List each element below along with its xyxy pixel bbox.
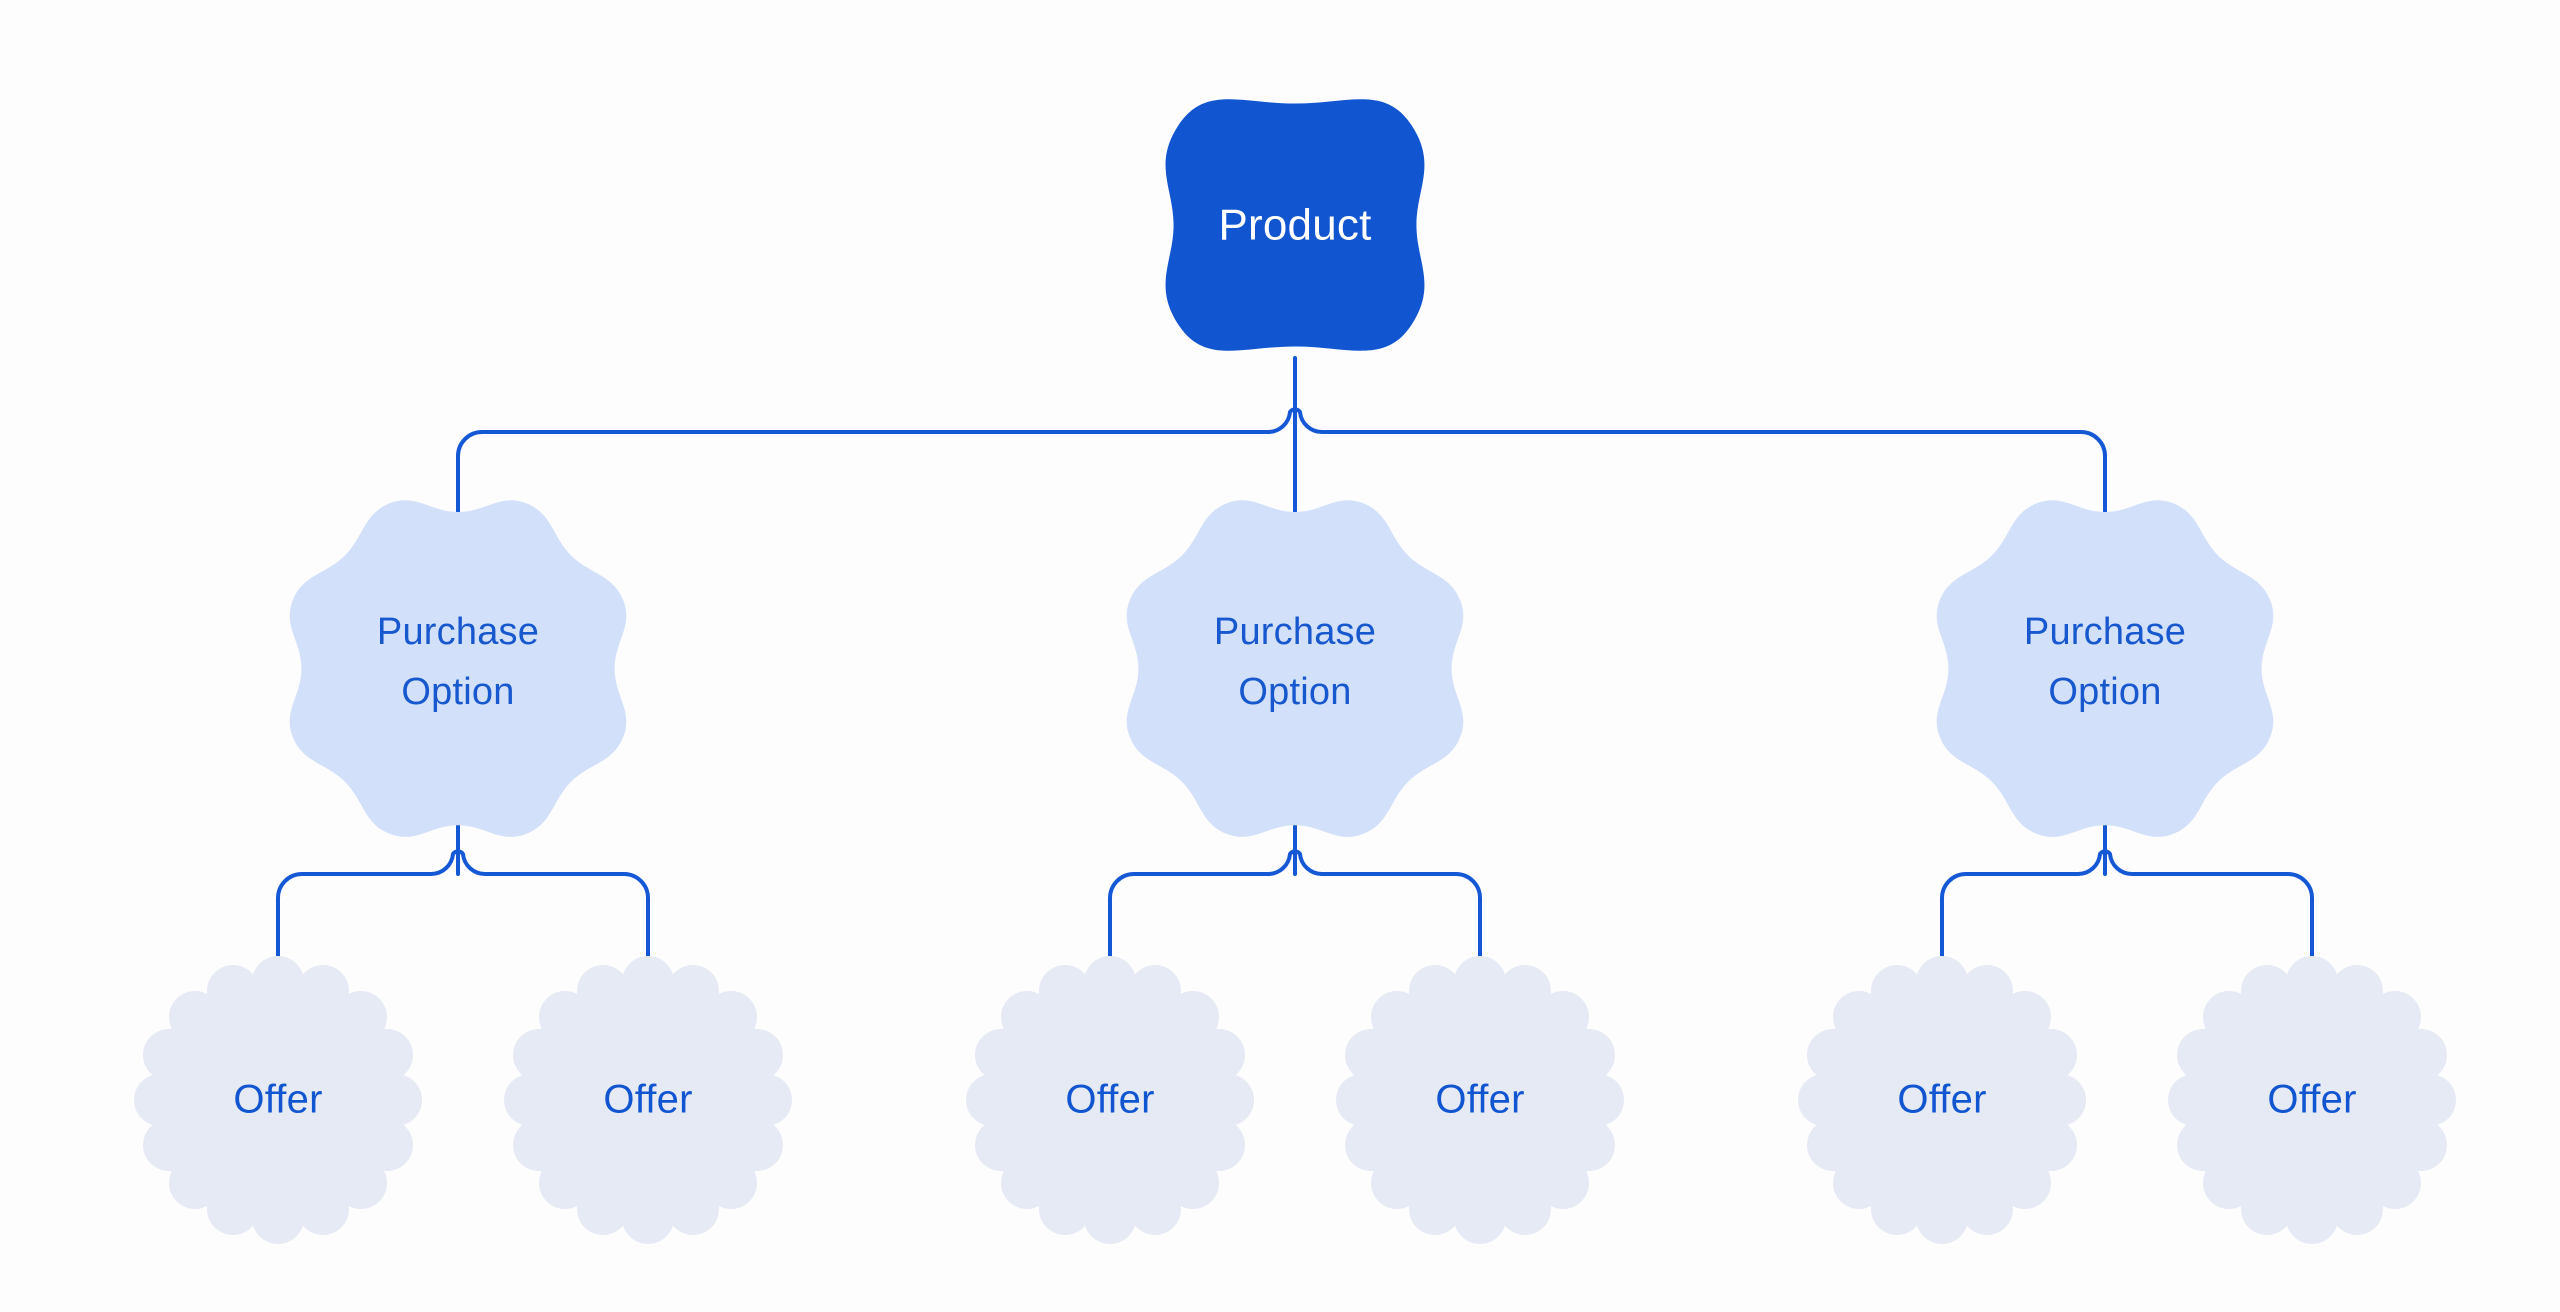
node-product[interactable]: Product [1165,99,1425,351]
purchase-option-3-shape [1936,500,2274,837]
product-node-shape [1165,99,1425,351]
node-purchase-option-3[interactable]: Purchase Option [1936,500,2274,837]
node-purchase-option-2[interactable]: Purchase Option [1126,500,1464,837]
connector-group1-bus [276,849,650,962]
purchase-option-2-shape [1126,500,1464,837]
offer-1-shape [134,956,422,1244]
purchase-option-1-shape [289,500,627,837]
node-offer-2[interactable]: Offer [504,956,792,1244]
offer-2-shape [504,956,792,1244]
offer-3-shape [966,956,1254,1244]
connector-group2-bus [1108,849,1482,962]
offer-6-shape [2168,956,2456,1244]
node-offer-5[interactable]: Offer [1798,956,2086,1244]
node-offer-6[interactable]: Offer [2168,956,2456,1244]
node-purchase-option-1[interactable]: Purchase Option [289,500,627,837]
node-offer-4[interactable]: Offer [1336,956,1624,1244]
connector-level1-bus [456,407,2107,516]
connector-group3-bus [1940,849,2314,962]
offer-4-shape [1336,956,1624,1244]
offer-5-shape [1798,956,2086,1244]
node-offer-3[interactable]: Offer [966,956,1254,1244]
node-offer-1[interactable]: Offer [134,956,422,1244]
